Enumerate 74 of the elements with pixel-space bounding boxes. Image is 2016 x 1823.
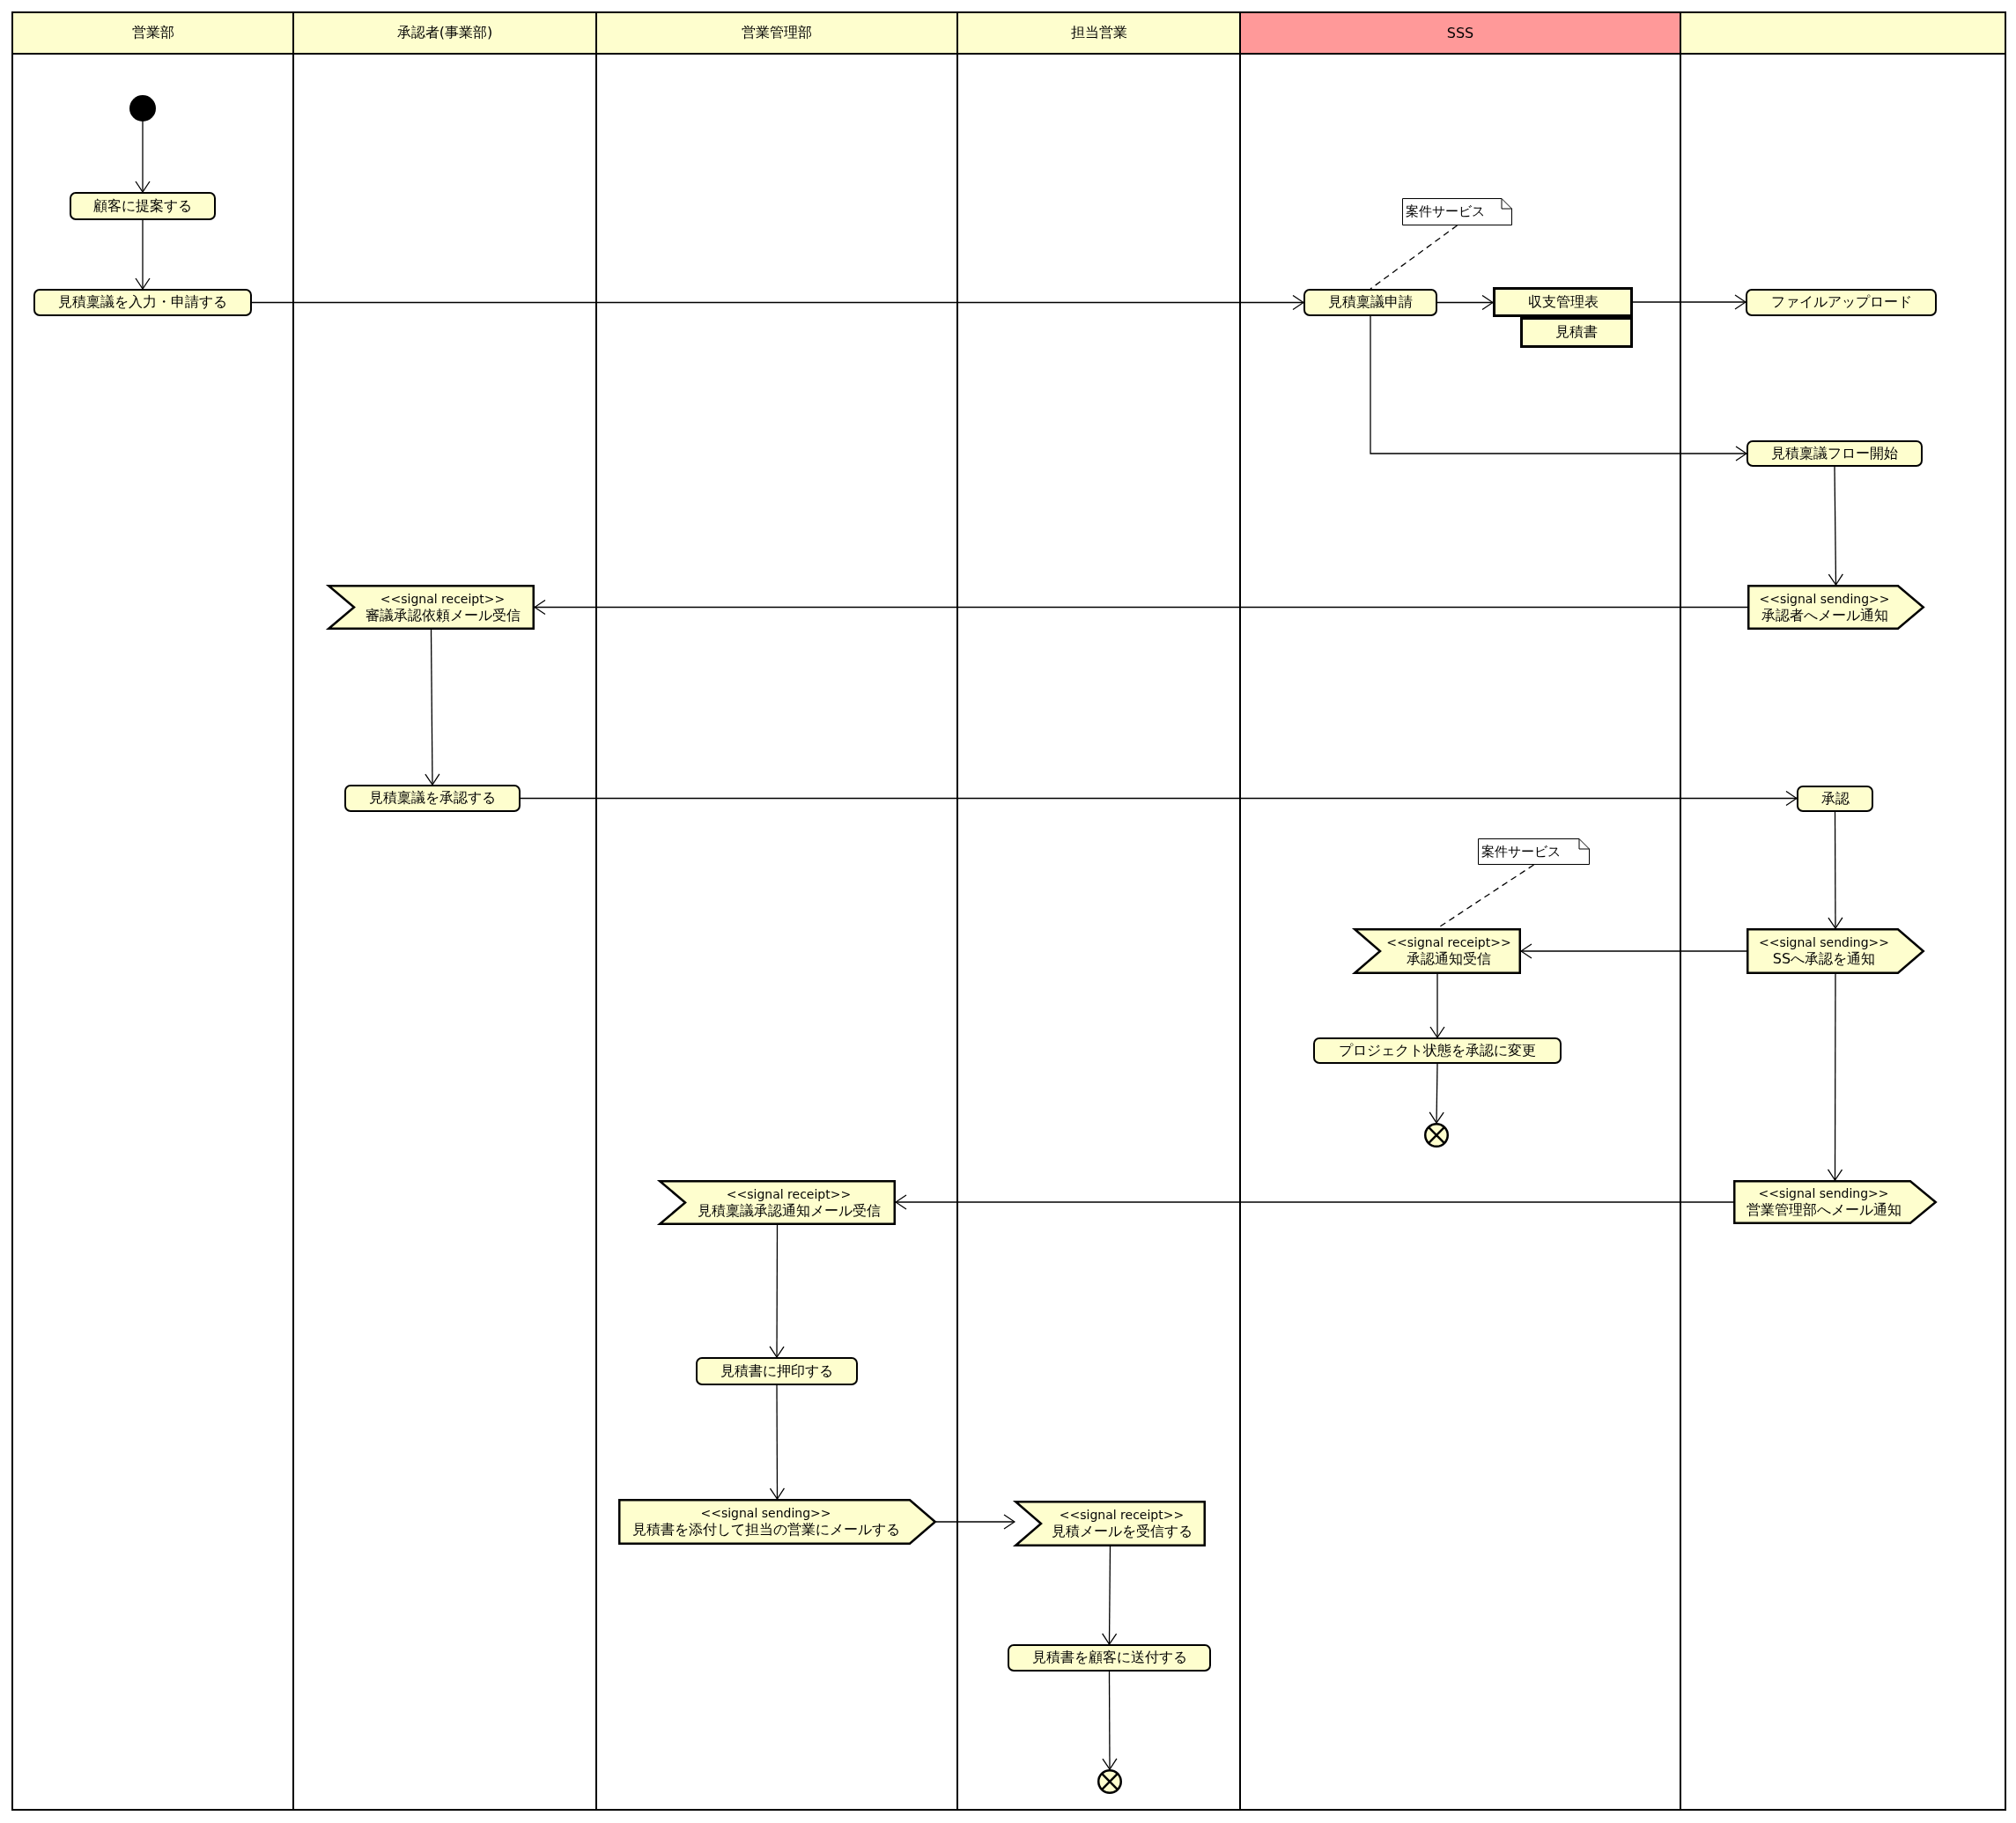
action-node: 見積稟議フロー開始: [1746, 440, 1923, 467]
arrow: [135, 121, 151, 193]
swimlane: [11, 11, 294, 1811]
arrow: [1370, 315, 1747, 461]
arrow: [425, 629, 440, 786]
swimlane: [292, 11, 597, 1811]
action-node: プロジェクト状態を承認に変更: [1313, 1037, 1562, 1064]
signal-label: SSへ承認を通知: [1772, 950, 1876, 968]
signal-label: 承認通知受信: [1407, 950, 1491, 968]
arrow: [1429, 1063, 1444, 1124]
arrow: [895, 1194, 1734, 1210]
swimlane: [1239, 11, 1681, 1811]
arrow: [935, 1514, 1015, 1530]
send-signal-node: [618, 1499, 936, 1545]
object-node: 収支管理表: [1493, 287, 1633, 317]
arrow: [1429, 973, 1445, 1038]
stereotype-label: <<signal sending>>: [1758, 934, 1890, 950]
action-node: 見積稟議申請: [1303, 289, 1437, 316]
note: 案件サービス: [1478, 838, 1590, 865]
action-node: 見積書に押印する: [696, 1357, 858, 1385]
signal-label: 承認者へメール通知: [1761, 606, 1888, 624]
arrow: [1102, 1671, 1118, 1770]
initial-node-icon: [129, 95, 156, 122]
action-node: 承認: [1797, 786, 1873, 812]
arrow: [1828, 466, 1843, 586]
action-node: 顧客に提案する: [70, 192, 216, 220]
arrow: [769, 1224, 785, 1358]
signal-label: 見積書を添付して担当の営業にメールする: [631, 1521, 900, 1539]
arrow: [1828, 811, 1843, 929]
stereotype-label: <<signal sending>>: [1759, 590, 1890, 607]
receive-signal-node: [328, 585, 535, 630]
receive-signal-node: [1015, 1501, 1206, 1546]
send-signal-node: [1733, 1180, 1937, 1224]
lane-header: 承認者(事業部): [294, 13, 595, 55]
stereotype-label: <<signal receipt>>: [1059, 1507, 1185, 1523]
object-node: 見積書: [1520, 317, 1633, 348]
signal-label: 見積メールを受信する: [1051, 1523, 1193, 1540]
arrow: [1101, 1546, 1118, 1645]
receive-signal-node: [659, 1180, 896, 1225]
stereotype-label: <<signal sending>>: [1758, 1185, 1889, 1201]
stereotype-label: <<signal receipt>>: [726, 1185, 852, 1202]
flow-final-icon: [1424, 1123, 1449, 1148]
arrow: [769, 1384, 786, 1500]
action-node: 見積稟議を入力・申請する: [33, 289, 252, 316]
arrow: [534, 599, 1748, 616]
lane-header: 営業管理部: [597, 13, 956, 55]
lane-header: SSS: [1241, 13, 1680, 55]
lane-header: 担当営業: [958, 13, 1239, 55]
send-signal-node: [1747, 585, 1924, 630]
arrow: [1520, 943, 1747, 959]
receive-signal-node: [1354, 928, 1521, 974]
stereotype-label: <<signal sending>>: [700, 1505, 831, 1521]
dashed-line: [1370, 225, 1458, 290]
note: 案件サービス: [1402, 198, 1512, 225]
send-signal-node: [1746, 928, 1924, 974]
action-node: 見積書を顧客に送付する: [1008, 1644, 1211, 1672]
swimlane: [1680, 11, 2006, 1811]
arrow: [1632, 294, 1746, 310]
flow-final-icon: [1097, 1769, 1122, 1794]
signal-label: 営業管理部へメール通知: [1746, 1201, 1902, 1219]
signal-label: 審議承認依頼メール受信: [365, 606, 521, 624]
action-node: 見積稟議を承認する: [344, 785, 521, 812]
arrow: [135, 219, 151, 290]
arrow: [1436, 294, 1494, 311]
arrow: [251, 294, 1304, 311]
stereotype-label: <<signal receipt>>: [1386, 934, 1511, 950]
arrow: [1827, 973, 1843, 1181]
action-node: ファイルアップロード: [1746, 289, 1937, 316]
stereotype-label: <<signal receipt>>: [380, 590, 506, 607]
signal-label: 見積稟議承認通知メール受信: [697, 1201, 881, 1220]
arrow: [520, 790, 1798, 807]
lane-header: 営業部: [13, 13, 292, 55]
swimlane: [956, 11, 1241, 1811]
swimlane: [595, 11, 958, 1811]
